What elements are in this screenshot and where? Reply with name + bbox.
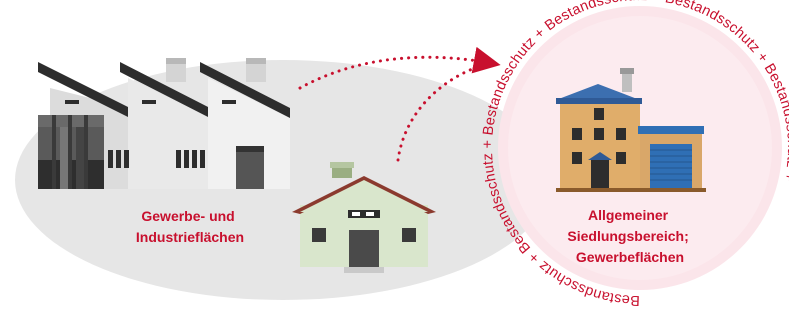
industrial-label-line1: Gewerbe- und <box>141 208 234 224</box>
settlement-label-line1: Allgemeiner <box>588 207 669 223</box>
industrial-label-line2: Industrieflächen <box>136 229 244 245</box>
settlement-label-line3: Gewerbeflächen <box>576 249 684 265</box>
settlement-label-line2: Siedlungsbereich; <box>567 228 688 244</box>
